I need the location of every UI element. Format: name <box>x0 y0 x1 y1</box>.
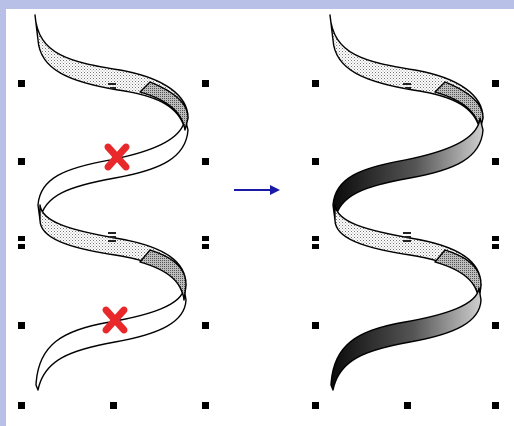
frame-top <box>0 0 514 9</box>
frame-left <box>0 0 6 426</box>
